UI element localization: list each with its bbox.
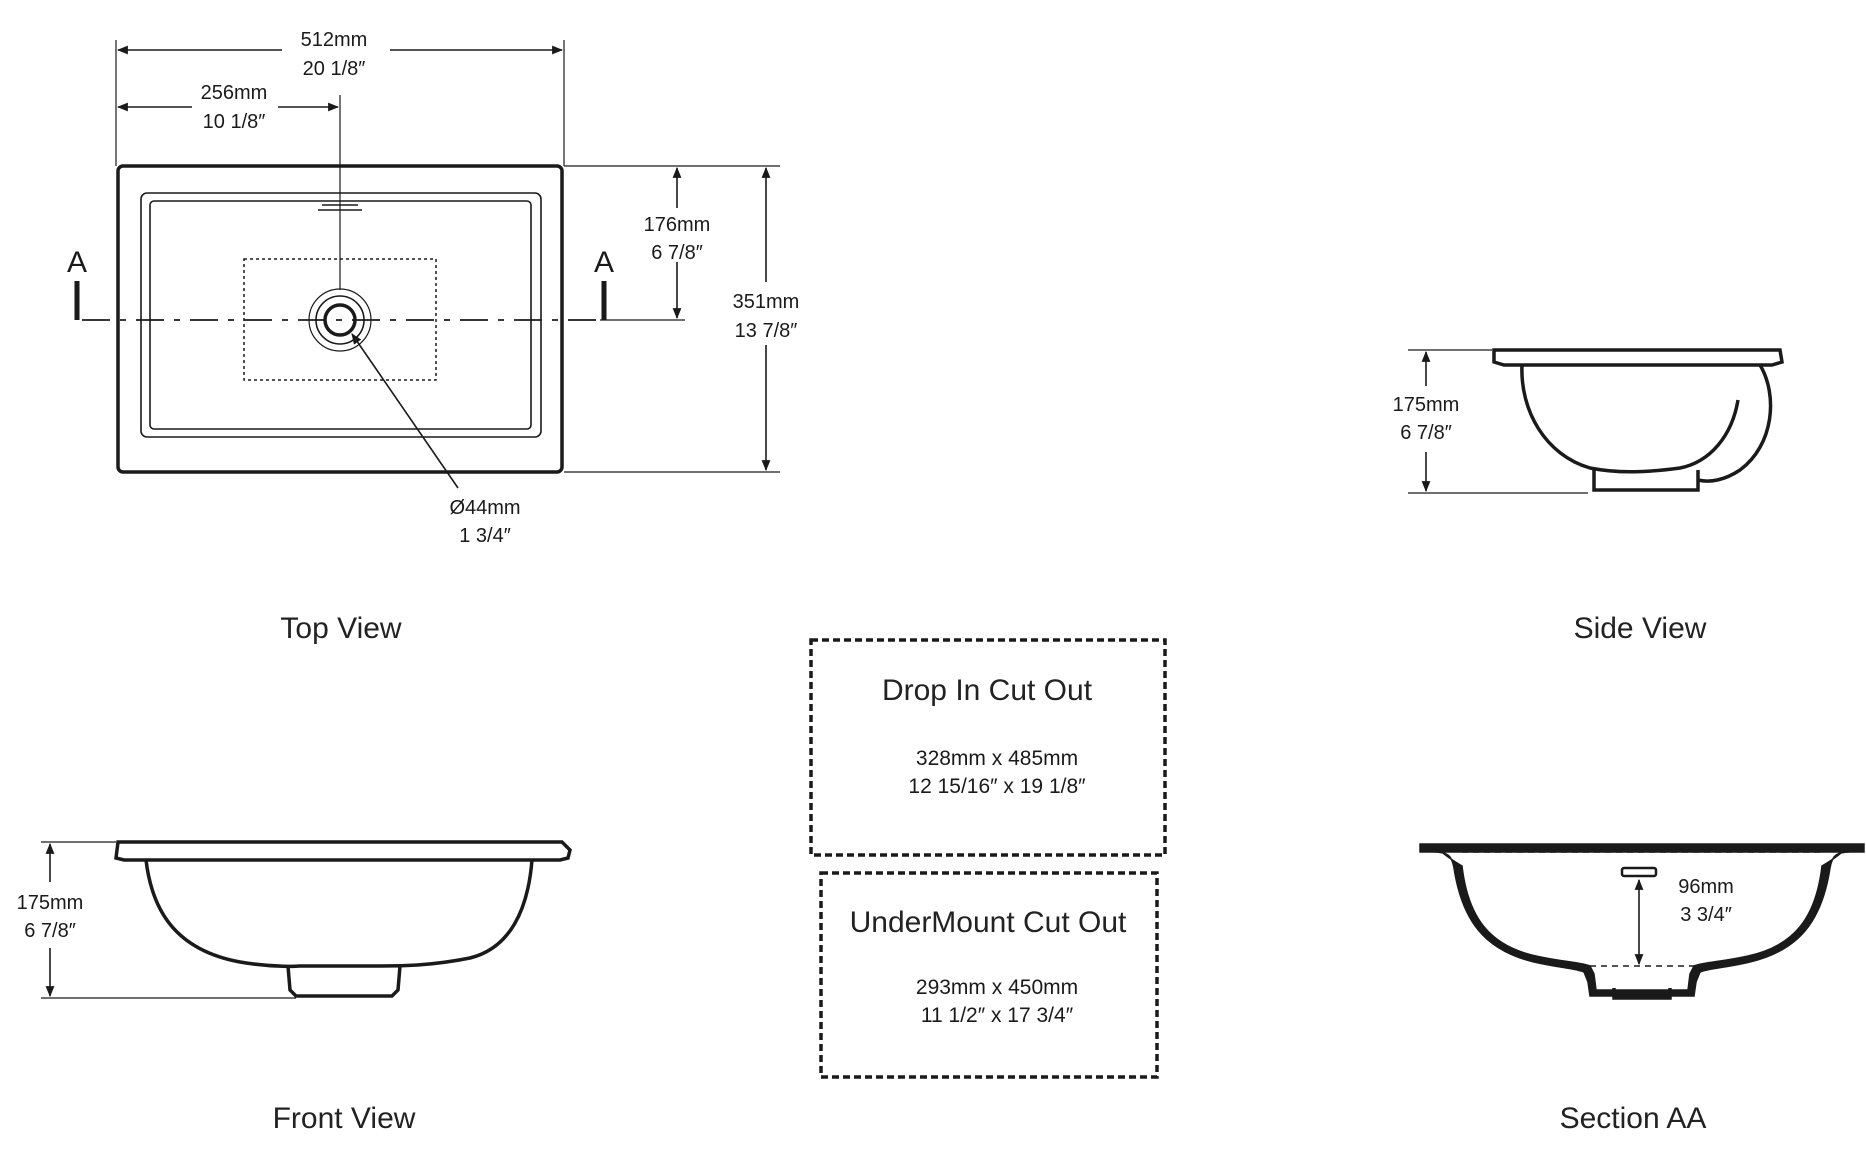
side-drain <box>1592 470 1700 492</box>
half-depth-mm: 176mm <box>644 214 711 236</box>
bowl-depth-dimension: 96mm 3 3/4″ <box>1634 876 1734 966</box>
drop-in-metric: 328mm x 485mm <box>916 747 1078 770</box>
section-marker-left: A <box>67 246 87 320</box>
overall-width-dimension: 512mm 20 1/8″ <box>116 29 564 80</box>
basin-inner-outline <box>140 192 542 438</box>
section-marker-right-label: A <box>594 246 614 279</box>
overall-depth-mm: 351mm <box>733 291 800 313</box>
overall-depth-in: 13 7/8″ <box>735 320 798 342</box>
side-height-dimension: 175mm 6 7/8″ <box>1393 350 1460 493</box>
drain-diameter-mm: Ø44mm <box>449 497 520 519</box>
half-width-dimension: 256mm 10 1/8″ <box>116 82 340 133</box>
side-overflow-channel <box>1697 364 1773 483</box>
side-height-mm: 175mm <box>1393 394 1460 416</box>
section-wall <box>1419 843 1865 997</box>
front-height-mm: 175mm <box>17 892 84 914</box>
bowl-depth-in: 3 3/4″ <box>1680 904 1732 926</box>
top-view-title: Top View <box>280 612 402 645</box>
drain-diameter-in: 1 3/4″ <box>459 525 511 547</box>
front-rim <box>114 840 572 862</box>
top-view: 512mm 20 1/8″ 256mm 10 1/8″ A <box>67 29 799 645</box>
front-height-dimension: 175mm 6 7/8″ <box>17 842 84 998</box>
section-marker-right: A <box>594 246 614 320</box>
undermount-imperial: 11 1/2″ x 17 3/4″ <box>921 1004 1074 1027</box>
basin-bowl-outline <box>149 200 532 430</box>
half-width-mm: 256mm <box>201 82 268 104</box>
undermount-title: UnderMount Cut Out <box>850 906 1127 939</box>
side-rim <box>1492 348 1784 367</box>
half-depth-in: 6 7/8″ <box>651 242 703 264</box>
drop-in-imperial: 12 15/16″ x 19 1/8″ <box>908 775 1086 798</box>
side-bowl <box>1520 364 1740 474</box>
half-width-in: 10 1/8″ <box>203 111 266 133</box>
undermount-metric: 293mm x 450mm <box>916 976 1078 999</box>
undermount-cutout-box: UnderMount Cut Out 293mm x 450mm 11 1/2″… <box>819 871 1159 1079</box>
front-bowl <box>144 859 534 969</box>
front-height-in: 6 7/8″ <box>24 920 76 942</box>
overflow-slot <box>318 204 362 211</box>
side-height-in: 6 7/8″ <box>1400 422 1452 444</box>
section-overflow <box>1620 866 1658 878</box>
front-drain <box>286 965 402 998</box>
drop-in-cutout-box: Drop In Cut Out 328mm x 485mm 12 15/16″ … <box>809 638 1167 857</box>
side-view-title: Side View <box>1574 612 1707 645</box>
section-aa-title: Section AA <box>1560 1102 1707 1135</box>
basin-rim-outline <box>116 164 564 474</box>
section-aa-view: 96mm 3 3/4″ Section AA <box>1419 843 1865 1135</box>
drain-diameter-callout: Ø44mm 1 3/4″ <box>351 333 521 547</box>
half-depth-dimension: 176mm 6 7/8″ <box>644 166 711 320</box>
section-marker-left-label: A <box>67 246 87 279</box>
side-view: 175mm 6 7/8″ Side View <box>1393 348 1784 645</box>
overall-depth-dimension: 351mm 13 7/8″ <box>733 166 800 472</box>
front-view: 175mm 6 7/8″ Front View <box>17 840 572 1135</box>
bowl-depth-mm: 96mm <box>1678 876 1734 898</box>
overall-width-in: 20 1/8″ <box>303 58 366 80</box>
drop-in-title: Drop In Cut Out <box>882 674 1093 707</box>
overall-width-mm: 512mm <box>301 29 368 51</box>
front-view-title: Front View <box>273 1102 416 1135</box>
section-drain-flange <box>1612 988 1672 1000</box>
